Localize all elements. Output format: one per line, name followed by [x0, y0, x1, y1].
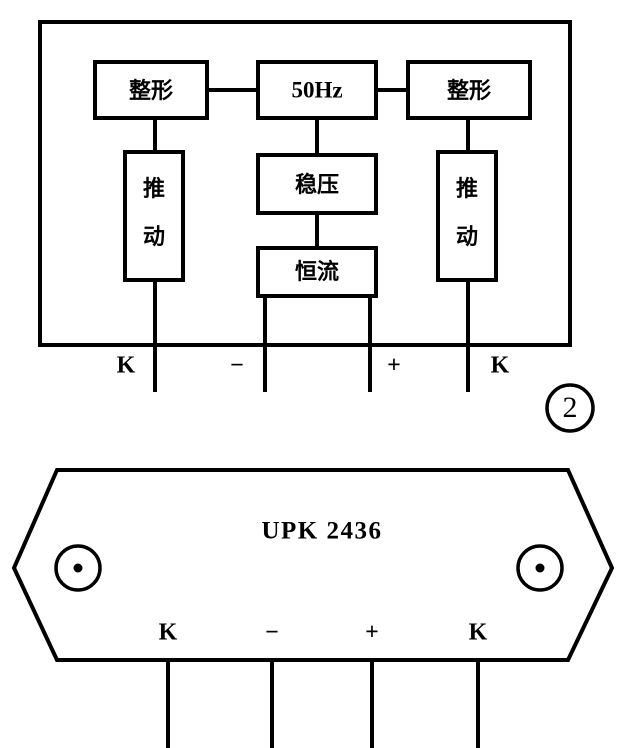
mounting-hole-right-center [535, 563, 545, 573]
mounting-hole-left [54, 544, 102, 592]
terminal-pin-lines [153, 280, 470, 392]
block-shaper-right[interactable]: 整形 [406, 60, 532, 120]
figure-number-marker: 2 [545, 383, 595, 433]
package-pin-label-minus: − [265, 620, 279, 646]
package-pin-labels: K − + K [159, 620, 488, 646]
block-oscillator-rect [256, 60, 378, 120]
block-regulator-rect [256, 153, 378, 215]
block-shaper-left-rect [93, 60, 209, 120]
block-shaper-left-label: 整形 [129, 78, 173, 104]
block-driver-right-label-char2: 动 [456, 225, 478, 250]
block-constant-current[interactable]: 恒流 [256, 246, 378, 298]
package-part-number: UPK 2436 [261, 518, 382, 545]
figure-number-ring [545, 383, 595, 433]
terminal-label-k-left: K [117, 353, 136, 379]
package-pin-label-plus: + [365, 620, 379, 646]
terminal-label-minus: − [230, 353, 244, 379]
block-regulator-label: 稳压 [295, 172, 339, 198]
package-outline-group: UPK 2436 K − + K [11, 468, 615, 748]
package-pin-label-k-left: K [159, 620, 178, 646]
block-driver-right-rect [436, 150, 498, 282]
package-pin-label-k-right: K [469, 620, 488, 646]
block-regulator[interactable]: 稳压 [256, 153, 378, 215]
figure-number-text: 2 [563, 391, 578, 424]
block-driver-left-label-char1: 推 [143, 177, 165, 202]
mounting-hole-left-center [73, 563, 83, 573]
block-oscillator-label: 50Hz [291, 77, 342, 102]
terminal-labels: K − + K [117, 353, 510, 379]
connector-wires [153, 88, 470, 248]
block-shaper-right-rect [406, 60, 532, 120]
package-body-hexagon [11, 468, 615, 662]
block-constant-current-label: 恒流 [295, 259, 339, 285]
block-shaper-left[interactable]: 整形 [93, 60, 209, 120]
terminal-label-plus: + [387, 353, 401, 379]
block-shaper-right-label: 整形 [447, 78, 491, 104]
block-driver-right-label-char1: 推 [456, 177, 478, 202]
block-oscillator[interactable]: 50Hz [256, 60, 378, 120]
outer-enclosure-frame [38, 20, 572, 347]
block-driver-right[interactable]: 推 动 [436, 150, 498, 282]
block-driver-left-rect [123, 150, 185, 282]
block-constant-current-rect [256, 246, 378, 298]
block-driver-left[interactable]: 推 动 [123, 150, 185, 282]
package-pin-lines [166, 658, 480, 748]
mounting-hole-right [516, 544, 564, 592]
block-driver-left-label-char2: 动 [143, 225, 165, 250]
block-diagram-group: 整形 50Hz 整形 推 动 稳压 [38, 20, 595, 433]
terminal-label-k-right: K [491, 353, 510, 379]
